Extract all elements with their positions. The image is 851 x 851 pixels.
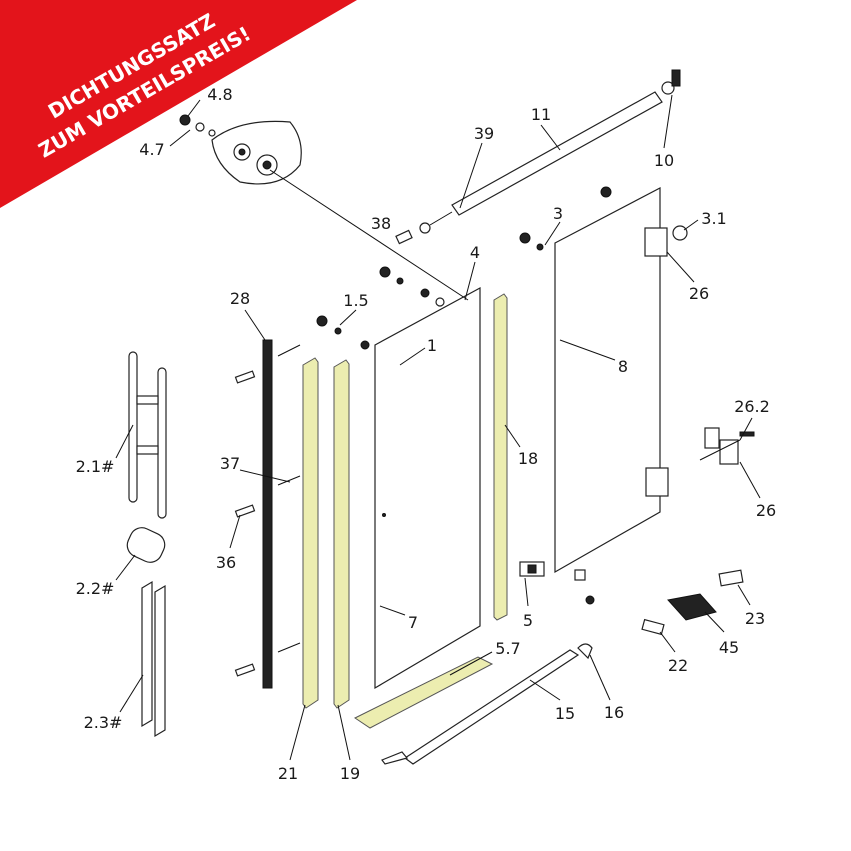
leader-lines bbox=[115, 94, 761, 761]
seal-strips bbox=[302, 293, 593, 765]
label-28: 28 bbox=[230, 289, 250, 308]
seal-21 bbox=[302, 357, 319, 709]
loose-parts-22-23-45 bbox=[641, 569, 744, 636]
guide-5 bbox=[519, 561, 595, 605]
label-45: 45 bbox=[719, 638, 739, 657]
label-10: 10 bbox=[654, 151, 674, 170]
label-22: 22 bbox=[668, 656, 688, 675]
part-labels: 4.8 4.7 11 10 39 38 3 3.1 4 26 28 1.5 1 … bbox=[76, 85, 777, 783]
label-4-7: 4.7 bbox=[139, 140, 164, 159]
label-15: 15 bbox=[555, 704, 575, 723]
bottom-seal-5-7 bbox=[354, 656, 494, 729]
label-4: 4 bbox=[470, 243, 480, 262]
label-26-top: 26 bbox=[689, 284, 709, 303]
label-36: 36 bbox=[216, 553, 236, 572]
label-38: 38 bbox=[371, 214, 391, 233]
label-4-8: 4.8 bbox=[207, 85, 232, 104]
seal-18 bbox=[493, 293, 508, 621]
bottom-strip-15 bbox=[403, 649, 580, 765]
glass-panel-8 bbox=[554, 187, 669, 581]
profile-2-3 bbox=[141, 580, 166, 738]
label-37: 37 bbox=[220, 454, 240, 473]
label-39: 39 bbox=[474, 124, 494, 143]
label-1-5: 1.5 bbox=[343, 291, 368, 310]
label-11: 11 bbox=[531, 105, 551, 124]
glass-panel-7 bbox=[374, 286, 481, 690]
fixing-parts-26 bbox=[699, 427, 755, 465]
label-2-2: 2.2# bbox=[76, 579, 115, 598]
label-3-1: 3.1 bbox=[701, 209, 726, 228]
handle-2-1 bbox=[128, 351, 167, 519]
profile-28 bbox=[234, 339, 301, 689]
label-5: 5 bbox=[523, 611, 533, 630]
label-26-2: 26.2 bbox=[734, 397, 770, 416]
label-5-7: 5.7 bbox=[495, 639, 520, 658]
knob-2-2 bbox=[126, 527, 166, 563]
label-21: 21 bbox=[278, 764, 298, 783]
label-26-bottom: 26 bbox=[756, 501, 776, 520]
label-2-3: 2.3# bbox=[84, 713, 123, 732]
wall-bracket-4-7 bbox=[179, 114, 302, 185]
seal-19 bbox=[333, 359, 350, 709]
label-7: 7 bbox=[408, 613, 418, 632]
label-19: 19 bbox=[340, 764, 360, 783]
promo-banner: DICHTUNGSSATZ ZUM VORTEILSPREIS! bbox=[0, 0, 357, 208]
label-18: 18 bbox=[518, 449, 538, 468]
label-23: 23 bbox=[745, 609, 765, 628]
label-16: 16 bbox=[604, 703, 624, 722]
label-2-1: 2.1# bbox=[76, 457, 115, 476]
sliding-rail-11 bbox=[451, 69, 681, 216]
label-1: 1 bbox=[427, 336, 437, 355]
label-3: 3 bbox=[553, 204, 563, 223]
label-8: 8 bbox=[618, 357, 628, 376]
